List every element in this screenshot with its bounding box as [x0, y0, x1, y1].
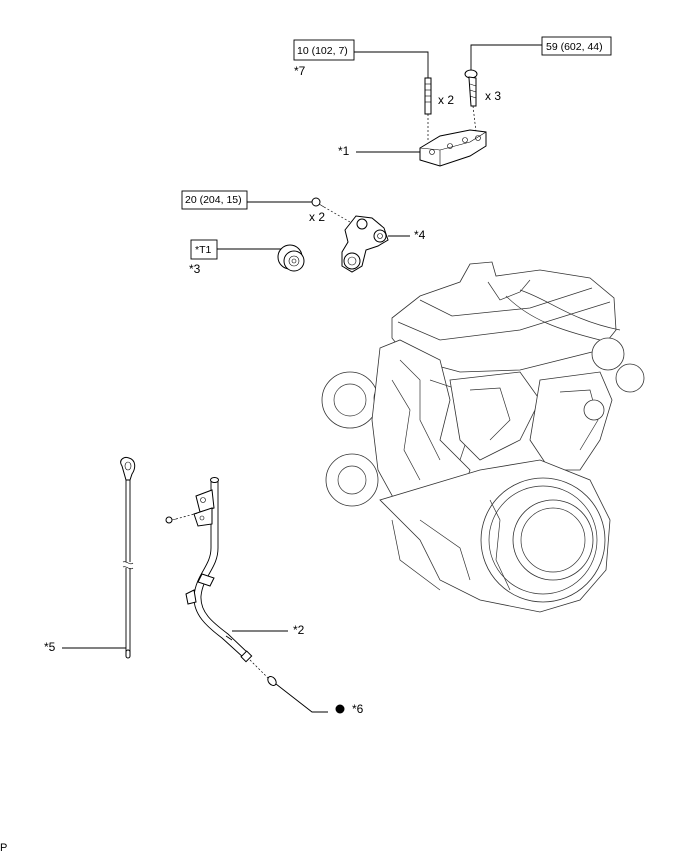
part-1-bracket	[356, 129, 487, 167]
engine-assembly	[321, 261, 645, 613]
illustration-code: P	[0, 842, 7, 852]
callout-1: *1	[338, 144, 350, 158]
torque-bolt-top-text: 59 (602, 44)	[546, 41, 603, 53]
callout-7: *7	[294, 64, 306, 78]
stud-quantity: x 2	[438, 93, 454, 107]
tool-text: *T1	[195, 244, 212, 256]
tool-label: *T1	[190, 239, 283, 260]
callout-5: *5	[44, 640, 56, 654]
bolt-top-quantity: x 3	[485, 89, 501, 103]
callout-6: *6	[352, 702, 364, 716]
torque-spec-bolt-small: 20 (204, 15)	[181, 190, 312, 210]
torque-stud-text: 10 (102, 7)	[297, 45, 348, 57]
guide-bolt	[165, 512, 199, 524]
part-4-tensioner	[341, 215, 410, 273]
callout-2: *2	[293, 623, 305, 637]
non-reusable-part-marker	[335, 704, 345, 714]
callout-4: *4	[414, 228, 426, 242]
bolt-small-quantity: x 2	[309, 210, 325, 224]
part-3-idler-pulley	[277, 244, 305, 272]
flange-bolt	[464, 69, 478, 133]
stud-bolt	[424, 77, 432, 142]
callout-3: *3	[189, 262, 201, 276]
torque-bolt-small-text: 20 (204, 15)	[185, 194, 242, 206]
part-2-oil-level-gauge-guide	[185, 477, 288, 679]
part-6-o-ring	[267, 676, 345, 714]
part-5-oil-level-gauge	[62, 457, 136, 659]
torque-spec-stud: 10 (102, 7)	[293, 39, 429, 78]
torque-spec-bolt-top: 59 (602, 44)	[470, 36, 612, 70]
small-bolt	[311, 197, 351, 223]
